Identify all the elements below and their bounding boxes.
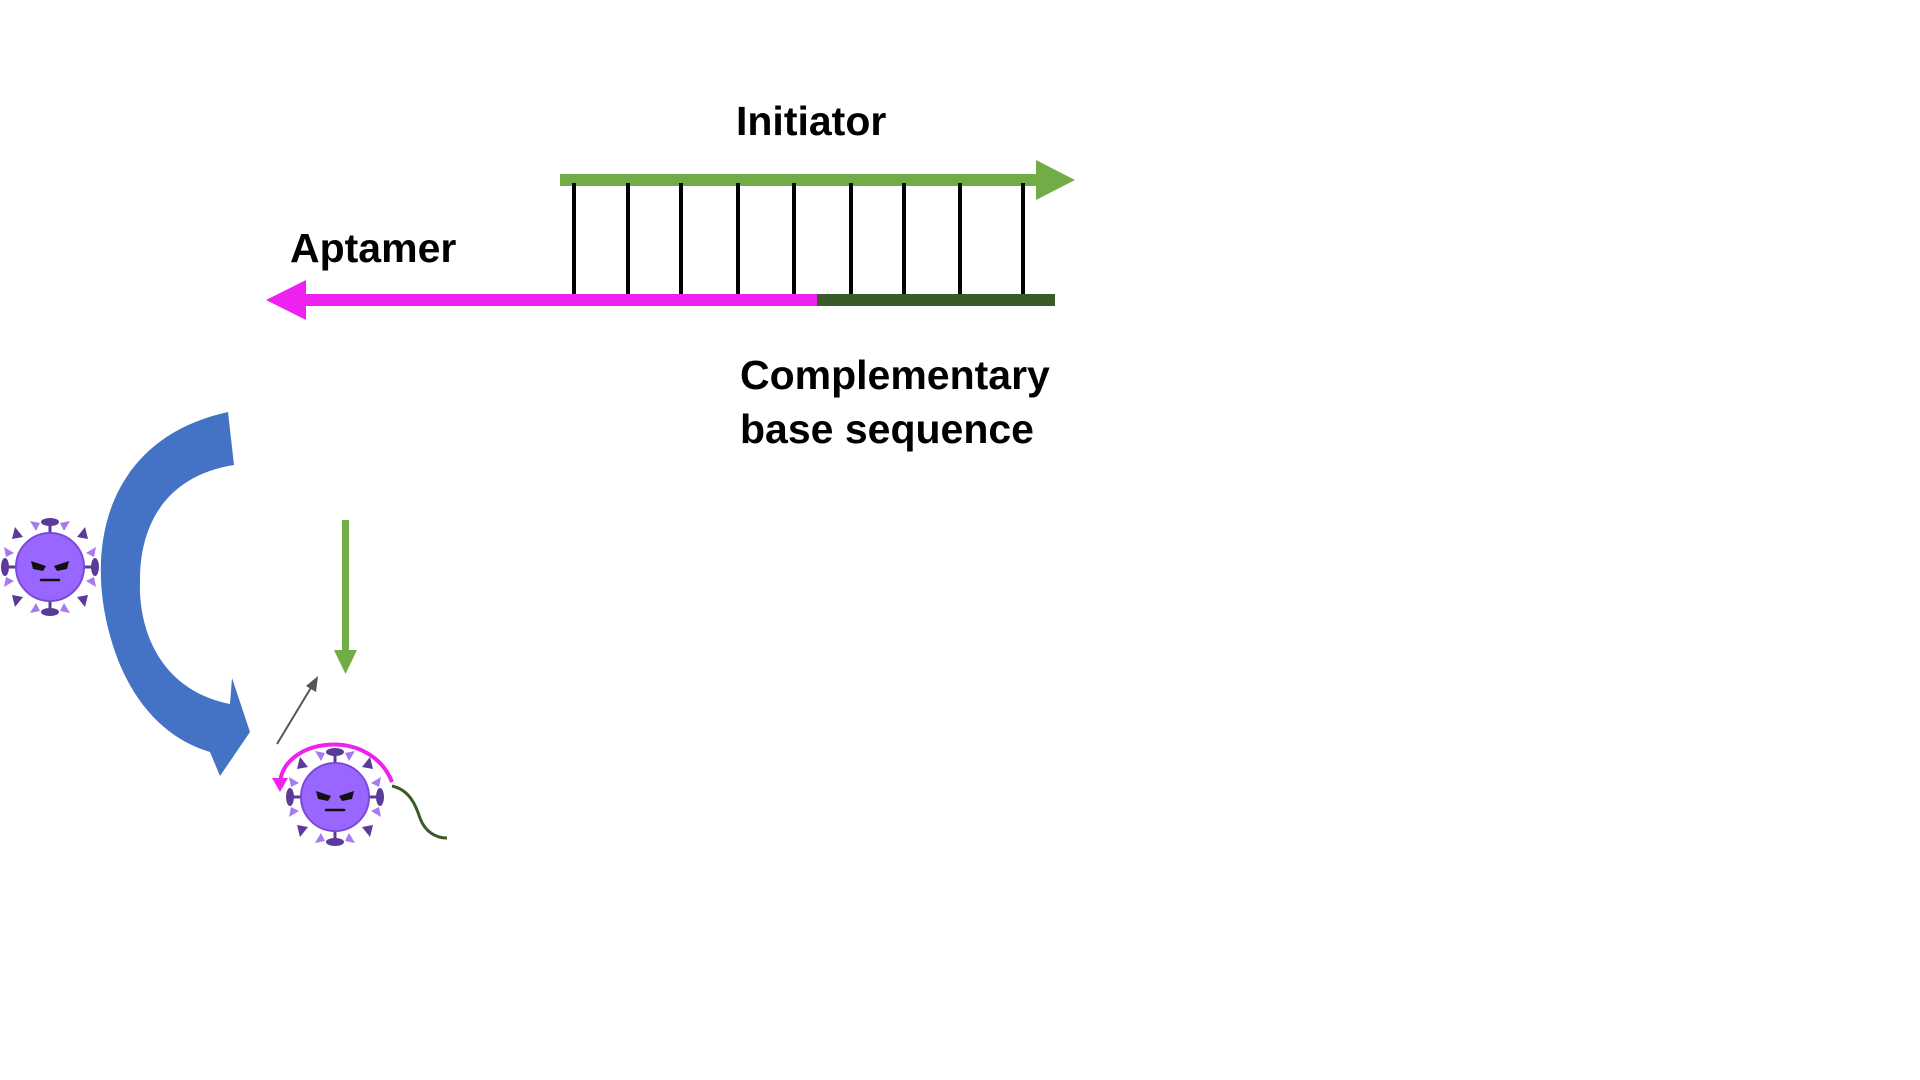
curved-arrow: [100, 412, 250, 776]
base-pairs: [572, 183, 1025, 298]
aptamer-strand: [266, 280, 818, 320]
virus-icon: [284, 746, 386, 848]
complementary-strand: [817, 294, 1055, 306]
aptamer-label: Aptamer: [290, 225, 457, 271]
down-arrow: [334, 520, 357, 674]
aptamer-binding-arc: [278, 742, 394, 785]
initiator-strand: [560, 160, 1075, 200]
pointer-arrow: [276, 676, 318, 745]
complementary-label-line2: base sequence: [740, 406, 1034, 452]
initiator-label: Initiator: [736, 98, 887, 144]
complementary-label-line1: Complementary: [740, 352, 1050, 398]
complementary-tail: [391, 784, 448, 840]
virus-icon: [0, 516, 101, 618]
bound-virus: [272, 742, 448, 848]
aptamer-arrowhead: [272, 778, 288, 792]
